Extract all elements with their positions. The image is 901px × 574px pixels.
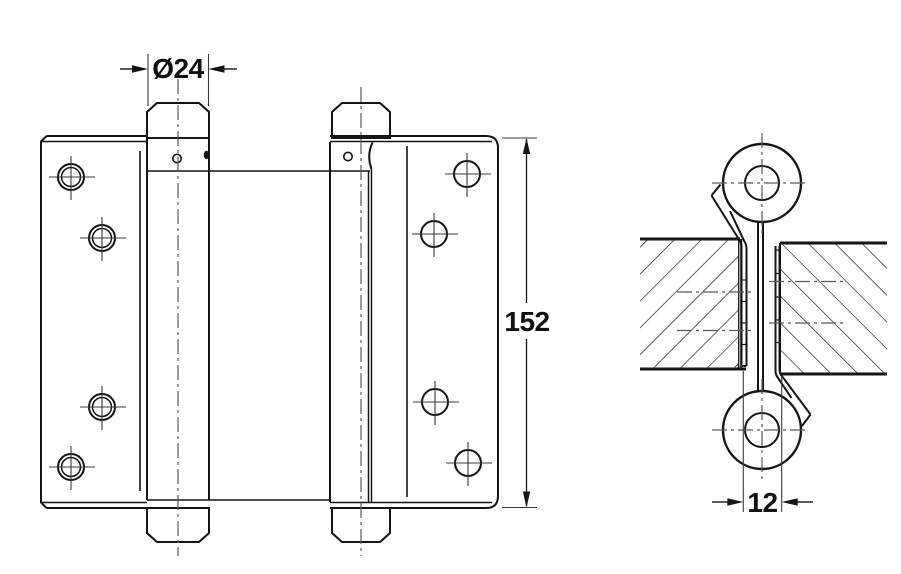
barrel-bottom-cap [146,507,210,543]
dimension-diameter: Ø24 [120,53,237,106]
hinge-leaf-right [774,246,812,427]
right-plate-outline [330,135,499,509]
right-leaf-plate [330,135,499,509]
section-centerlines [677,133,847,482]
screw-hole [80,217,126,261]
door-cross-section [779,241,887,376]
front-view: Ø24 152 [40,53,550,556]
screw-hole [49,156,95,200]
plate-edge-mark [203,150,210,160]
tension-pin-hole [172,153,183,164]
hinge-knuckle-top [721,142,803,224]
left-spring-barrel [146,102,210,543]
plate-wrap-jog [368,142,374,170]
dimension-label-diameter: Ø24 [152,53,204,84]
screw-hole [446,442,492,486]
dimension-label-gap: 12 [747,487,777,518]
left-leaf-plate [40,135,147,509]
screw-hole [412,213,458,257]
screw-hole [445,153,491,197]
section-view: 12 [640,133,887,518]
screw-hole [80,386,126,430]
tension-pin-hole [342,151,353,162]
barrel-top-cap [331,102,391,139]
screw-hole [413,381,459,425]
hinge-leaf-left [710,183,748,367]
screw-hole [49,446,95,490]
dimension-label-height: 152 [504,306,549,337]
connecting-web [147,170,370,501]
dimension-height: 152 [502,137,550,509]
left-plate-edge [40,135,48,509]
dimension-gap: 12 [712,371,813,518]
knuckle-web [757,221,764,392]
right-spring-barrel [329,102,391,543]
frame-cross-section [640,237,746,371]
